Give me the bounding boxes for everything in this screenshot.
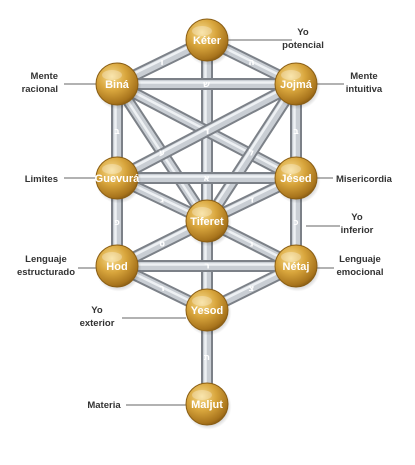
sefira-label: Biná (105, 79, 130, 91)
sefira-orb (95, 156, 139, 200)
annotation-yesod: exterior (80, 318, 115, 329)
annotation-bina: Mente (31, 71, 58, 82)
sefira-orb (274, 62, 318, 106)
annotation-netaj: emocional (337, 267, 384, 278)
path-letter: ס (159, 240, 165, 250)
path-letter: ה (248, 58, 254, 68)
path-letter: ד (249, 196, 254, 206)
path-letter: ע (159, 149, 165, 159)
path-letter: ב (114, 127, 120, 137)
path-letter: נ (249, 240, 253, 250)
sefira-orb (274, 244, 318, 288)
path-letter: ד (204, 127, 209, 137)
annotation-tiferet: Yo (351, 212, 363, 223)
annotation-jesed: Misericordia (336, 174, 393, 185)
sefira-tiferet: Tiferet (185, 199, 232, 247)
sefira-label: Jojmá (280, 79, 313, 91)
annotation-leaders (64, 39, 344, 406)
annotation-maljut: Materia (87, 400, 121, 411)
annotation-hod: estructurado (17, 267, 75, 278)
annotation-jojma: Mente (350, 71, 377, 82)
path-guevura-jesed (111, 172, 302, 184)
path-jojma-tiferet (201, 78, 302, 227)
path-letter: ר (204, 127, 209, 137)
annotation-tiferet: inferior (341, 225, 374, 236)
annotation-keter: potencial (282, 40, 324, 51)
sefira-jesed: Jésed (274, 156, 321, 204)
path-letter: ר (204, 127, 209, 137)
sefira-orb (95, 62, 139, 106)
sefira-orb (274, 156, 318, 200)
annotation-hod: Lenguaje (25, 254, 67, 265)
path-letter: ש (203, 80, 210, 90)
sefira-label: Tiferet (190, 216, 224, 228)
sefira-jojma: Jojmá (274, 62, 321, 110)
sefira-orb (185, 288, 229, 332)
sefira-maljut: Maljut (185, 382, 232, 430)
path-letter: ג (160, 196, 164, 206)
annotation-keter: Yo (297, 27, 309, 38)
sefira-label: Maljut (191, 399, 223, 411)
path-letter: כ (293, 218, 298, 228)
sefira-bina: Biná (95, 62, 142, 110)
annotation-yesod: Yo (91, 305, 103, 316)
annotation-bina: racional (22, 84, 58, 95)
sefira-orb (95, 244, 139, 288)
sefira-orb (185, 199, 229, 243)
sefira-label: Nétaj (283, 261, 310, 273)
path-letter: ת (204, 353, 210, 363)
path-bina-jojma (111, 78, 302, 90)
sefira-orb (185, 382, 229, 426)
sefira-orb (185, 18, 229, 62)
sefira-label: Kéter (193, 35, 222, 47)
annotation-guevura: Limites (25, 174, 58, 185)
sefira-label: Hod (106, 261, 127, 273)
path-letter: ב (293, 127, 299, 137)
path-letter: ר (159, 284, 164, 294)
sefira-hod: Hod (95, 244, 142, 292)
path-letter: פ (114, 218, 120, 228)
path-letter: ל (249, 149, 254, 159)
sefira-guevura: Guevurá (95, 156, 142, 204)
path-jojma-guevura (111, 78, 302, 184)
annotation-netaj: Lenguaje (339, 254, 381, 265)
path-letter: א (203, 174, 210, 184)
sefira-label: Yesod (191, 305, 223, 317)
sefira-label: Jésed (280, 173, 311, 185)
annotation-jojma: intuitiva (346, 84, 383, 95)
sefira-keter: Kéter (185, 18, 232, 66)
sefira-label: Guevurá (95, 173, 141, 185)
path-letter: ו (160, 58, 163, 68)
sefira-yesod: Yesod (185, 288, 232, 336)
path-letter: ר (204, 262, 209, 272)
path-hod-netaj (111, 260, 302, 272)
sefira-netaj: Nétaj (274, 244, 321, 292)
path-letter: צ (249, 284, 255, 294)
